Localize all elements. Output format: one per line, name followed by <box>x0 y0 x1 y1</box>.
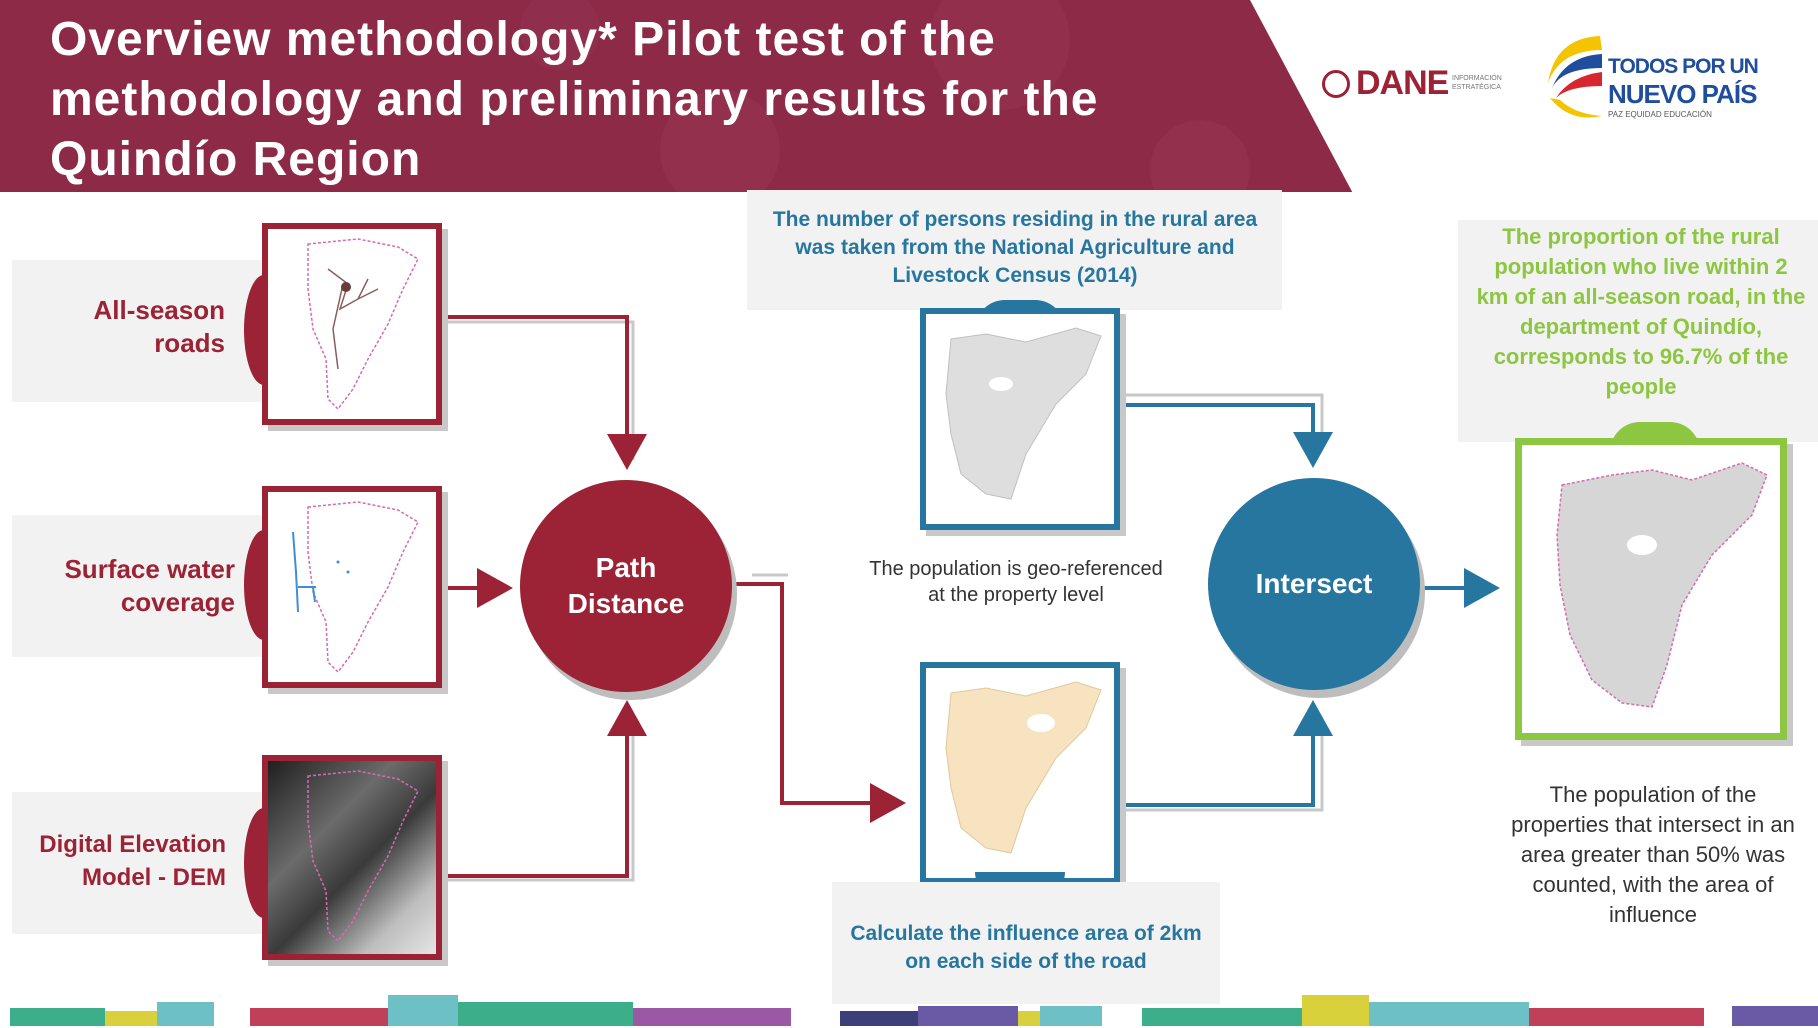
dane-subtitle: INFORMACIÓN ESTRATÉGICA <box>1452 75 1502 91</box>
dane-logo: DANE <box>1356 64 1449 102</box>
footer-bar <box>840 1011 918 1026</box>
footer-bar <box>633 1008 791 1026</box>
footer-bar <box>10 1008 105 1026</box>
georef-note: The population is geo-referenced at the … <box>869 558 1163 606</box>
population-map-thumbnail <box>920 308 1120 530</box>
footer-bar <box>1732 1006 1818 1026</box>
result-note-box <box>1458 220 1818 442</box>
result-map-icon <box>1556 462 1768 708</box>
counted-note: The population of the properties that in… <box>1511 782 1795 927</box>
nuevo-pais-flag-icon <box>1548 36 1602 118</box>
footer-bar <box>1018 1011 1040 1026</box>
census-note: The number of persons residing in the ru… <box>772 208 1258 287</box>
result-map-thumbnail <box>1515 438 1787 740</box>
roads-map-icon <box>307 238 419 411</box>
population-map-icon <box>945 327 1102 500</box>
dem-map-thumbnail <box>262 755 442 960</box>
roads-label-box <box>12 260 270 402</box>
footer-bar <box>388 995 458 1026</box>
intersect-node: Intersect <box>1208 478 1420 690</box>
influence-map-thumbnail <box>920 662 1120 884</box>
dem-label: Digital Elevation Model - DEM <box>39 831 226 891</box>
dane-seal-icon <box>1322 70 1350 98</box>
footer-bar <box>458 1002 633 1026</box>
result-note: The proportion of the rural population w… <box>1476 224 1806 399</box>
census-note-box <box>747 190 1282 310</box>
footer-bar <box>1040 1006 1102 1026</box>
logo-panel <box>1250 0 1818 192</box>
footer-bar <box>157 1002 214 1026</box>
path-distance-label: Path Distance <box>567 552 685 619</box>
gov-logo-tagline: PAZ EQUIDAD EDUCACIÓN <box>1608 110 1712 119</box>
footer-bar <box>1529 1008 1704 1026</box>
footer-bar <box>1369 1002 1529 1026</box>
path-distance-node: Path Distance <box>520 480 732 692</box>
footer-bar <box>918 1006 1018 1026</box>
roads-label: All-season roads <box>93 295 226 358</box>
roads-map-thumbnail <box>262 223 442 425</box>
gov-logo-line2: NUEVO PAÍS <box>1608 79 1757 109</box>
water-map-thumbnail <box>262 486 442 688</box>
footer-bar <box>250 1008 388 1026</box>
influence-note: Calculate the influence area of 2km on e… <box>850 922 1202 973</box>
water-label: Surface water coverage <box>64 554 235 617</box>
influence-note-box <box>832 882 1220 1004</box>
intersect-label: Intersect <box>1255 568 1373 599</box>
dem-map-icon <box>307 770 419 943</box>
water-label-box <box>12 515 270 657</box>
footer-bar <box>1302 995 1369 1026</box>
water-map-icon <box>292 501 419 674</box>
dem-label-box <box>12 792 270 934</box>
header-decor <box>520 0 1250 192</box>
page-title: Overview methodology* Pilot test of the … <box>50 13 1099 186</box>
gov-logo-line1: TODOS POR UN <box>1608 55 1759 78</box>
footer-bar <box>1142 1008 1302 1026</box>
influence-map-icon <box>945 681 1102 854</box>
footer-bar <box>105 1011 157 1026</box>
